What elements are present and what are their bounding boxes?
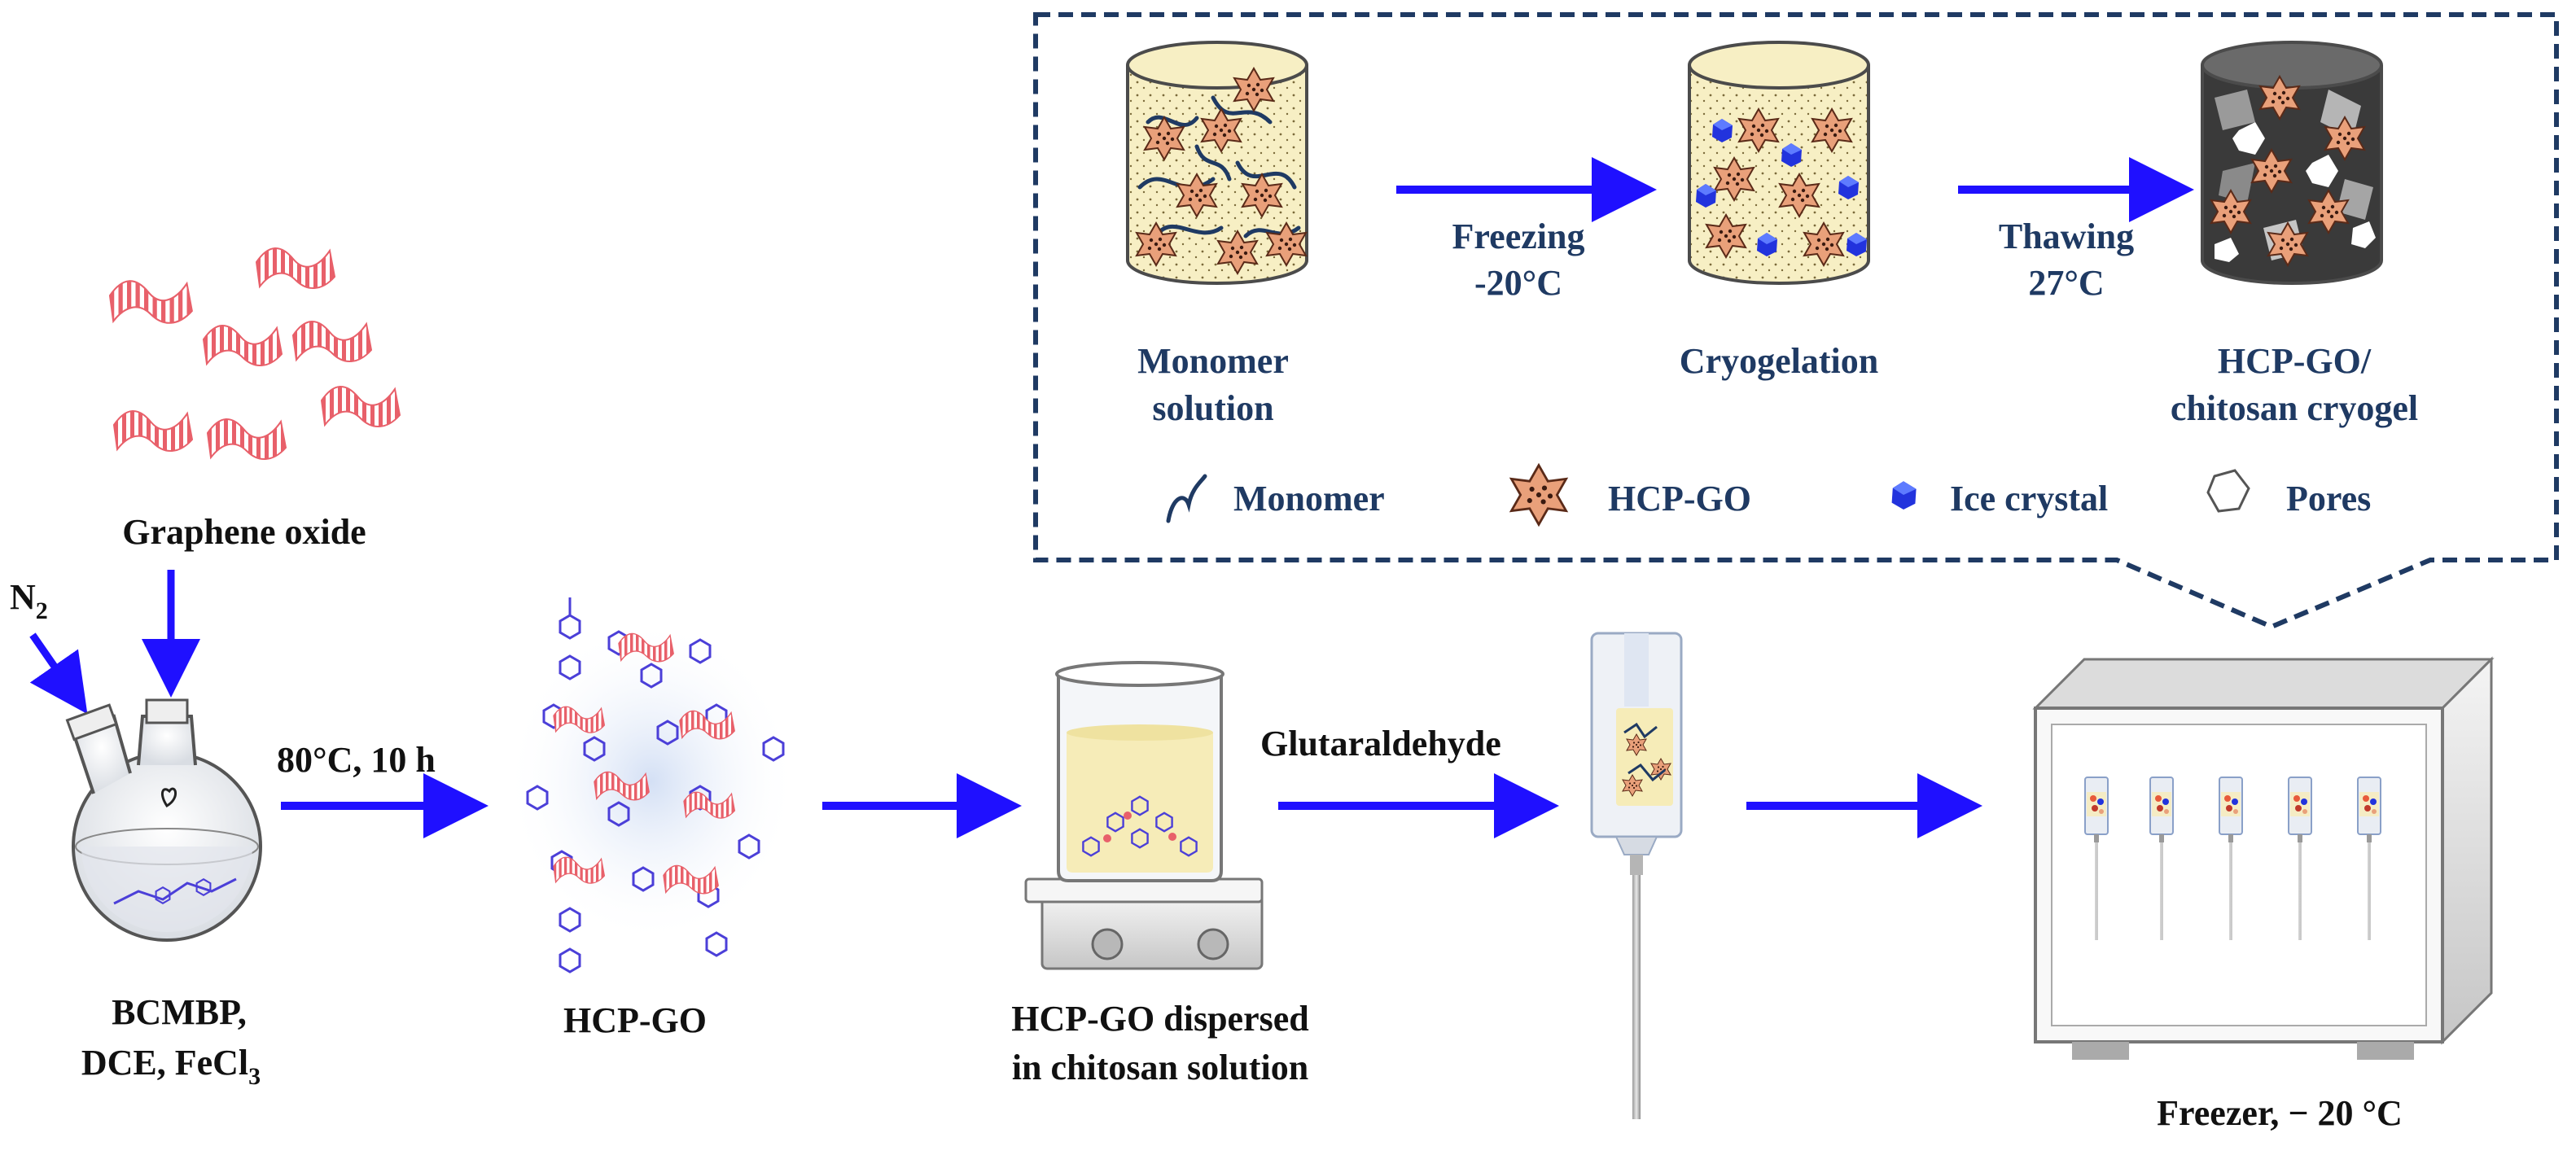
hcp-go-network [505, 597, 798, 973]
syringe [1590, 632, 1683, 1119]
graphene-oxide-sheets [108, 247, 401, 461]
legend-pores-icon [2206, 469, 2250, 513]
reagents-line1: BCMBP, [112, 992, 247, 1032]
step1-label-line1: Monomer [1137, 341, 1289, 381]
freezing-temp-label: -20°C [1474, 263, 1562, 303]
reaction-flask [65, 698, 262, 942]
freezer [2032, 656, 2495, 1060]
step2-label: Cryogelation [1680, 341, 1878, 381]
legend-monomer-label: Monomer [1233, 479, 1385, 518]
n2-label: N2 [10, 577, 48, 624]
reagents-line2: DCE, FeCl3 [81, 1043, 261, 1090]
cylinder-monomer-solution [1126, 41, 1308, 285]
step1-label-line2: solution [1152, 388, 1273, 428]
thawing-temp-label: 27°C [2028, 263, 2104, 303]
cylinder-cryogelation [1688, 41, 1870, 285]
beaker-label-line1: HCP-GO dispersed [1011, 999, 1308, 1039]
glutaraldehyde-label: Glutaraldehyde [1260, 724, 1501, 763]
freezer-label: Freezer, − 20 °C [2157, 1093, 2403, 1133]
legend-hcpgo-label: HCP-GO [1608, 479, 1751, 518]
hcp-go-label: HCP-GO [563, 1000, 707, 1040]
graphene-oxide-label: Graphene oxide [122, 512, 366, 552]
reaction-condition-label: 80°C, 10 h [277, 740, 436, 780]
n2-inflow-arrow [29, 632, 88, 715]
thawing-label: Thawing [1999, 217, 2134, 256]
beaker-hotplate [1024, 661, 1264, 970]
legend-ice-label: Ice crystal [1950, 479, 2108, 518]
step3-label-line1: HCP-GO/ [2218, 341, 2372, 381]
beaker-label-line2: in chitosan solution [1012, 1048, 1308, 1087]
legend-monomer-icon [1166, 474, 1207, 523]
step3-label-line2: chitosan cryogel [2171, 388, 2418, 428]
legend-pores-label: Pores [2286, 479, 2371, 518]
cylinder-cryogel [2201, 41, 2383, 285]
freezing-label: Freezing [1452, 217, 1585, 256]
